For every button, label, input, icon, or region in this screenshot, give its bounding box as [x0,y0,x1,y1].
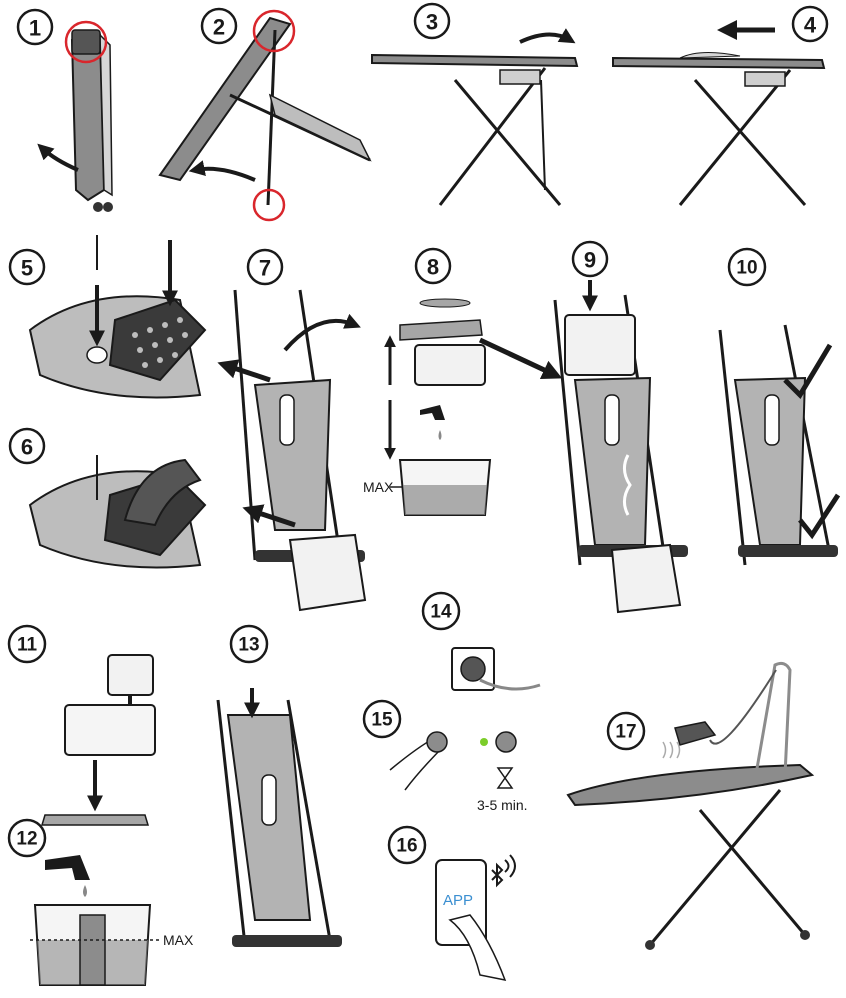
step-badge-5: 5 [8,248,46,286]
step-9-insert-tank [553,280,688,614]
step-badge-4: 4 [791,5,829,43]
highlight-circle [252,188,286,222]
step-2-opening-board [158,9,372,222]
rotate-arrow-icon [283,313,361,352]
step-badge-11: 11 [7,624,47,664]
water-flow-icon [623,454,632,516]
water-tap-icon [420,405,445,420]
step-number: 9 [584,248,596,273]
max-label: MAX [163,932,194,948]
highlight-circle [252,9,296,53]
step-number: 12 [16,829,37,850]
step-badge-9: 9 [571,240,609,278]
step-number: 15 [371,710,393,731]
checkmark-icon [783,343,833,400]
steam-icon [662,741,681,759]
step-number: 4 [804,13,817,38]
step-number: 17 [615,722,636,743]
hourglass-icon [496,767,514,789]
step-number: 13 [238,635,259,656]
step-3-standing-board [371,28,579,206]
step-badge-17: 17 [606,711,646,751]
iron-icon [123,458,202,527]
step-badge-14: 14 [421,591,461,631]
power-icon [495,731,517,753]
step-number: 1 [29,16,41,41]
step-badge-8: 8 [414,247,452,285]
step-10-check [718,324,841,566]
step-11-filter [64,654,156,812]
app-label: APP [443,892,473,909]
highlight-circle [64,20,108,64]
step-number: 6 [21,435,33,460]
step-13-tank-frame [216,688,342,947]
step-12-fill-bottom-tank: MAX [30,814,194,986]
hand-icon [448,914,507,982]
iron-rest-icon [71,29,101,55]
step-number: 8 [427,255,439,280]
rotate-arrow-icon [188,160,256,182]
checkmark-icon [798,493,841,540]
bluetooth-icon [491,862,504,888]
rotate-arrow-icon [37,143,79,172]
iron-icon [674,721,717,746]
step-badge-10: 10 [727,247,767,287]
arrow-diagonal-icon [478,337,563,379]
step-badge-13: 13 [229,624,269,664]
step-badge-15: 15 [362,699,402,739]
step-17-ready-board [566,661,815,950]
step-14-plug-socket [451,647,541,691]
step-8-fill-tank: MAX [363,298,563,516]
rotate-arrow-icon [519,28,576,44]
step-badge-16: 16 [387,825,427,865]
ready-light-icon [480,738,488,746]
step-number: 14 [430,602,452,623]
step-number: 10 [736,258,757,279]
step-badge-1: 1 [16,8,54,46]
step-badge-6: 6 [8,427,46,465]
timer-label: 3-5 min. [477,797,528,813]
step-7-remove-tank [217,289,367,612]
step-number: 16 [396,836,417,857]
step-badge-3: 3 [413,2,451,40]
step-number: 7 [259,256,271,281]
step-badge-7: 7 [246,248,284,286]
arrow-left-icon [217,359,271,383]
step-4-iron-rest-board [612,20,826,206]
wifi-signal-icon [504,854,516,878]
arrow-left-icon [242,504,296,528]
step-badge-2: 2 [200,7,238,45]
step-5-attach-rest [28,235,207,399]
plug-icon [460,656,486,682]
step-15-power-on: 3-5 min. [389,731,528,813]
step-number: 11 [17,635,38,656]
max-label: MAX [363,479,394,495]
step-number: 3 [426,10,438,35]
step-1-folded-board [37,20,113,212]
step-number: 2 [213,15,225,40]
step-badge-12: 12 [7,818,47,858]
step-16-app: APP [435,854,516,982]
water-tap-icon [45,855,90,880]
step-number: 5 [21,256,33,281]
power-icon [426,731,448,753]
step-6-iron-on-rest [28,455,207,569]
step-badges: 1 2 3 4 5 6 7 8 9 10 11 12 13 14 15 16 1… [7,2,829,865]
